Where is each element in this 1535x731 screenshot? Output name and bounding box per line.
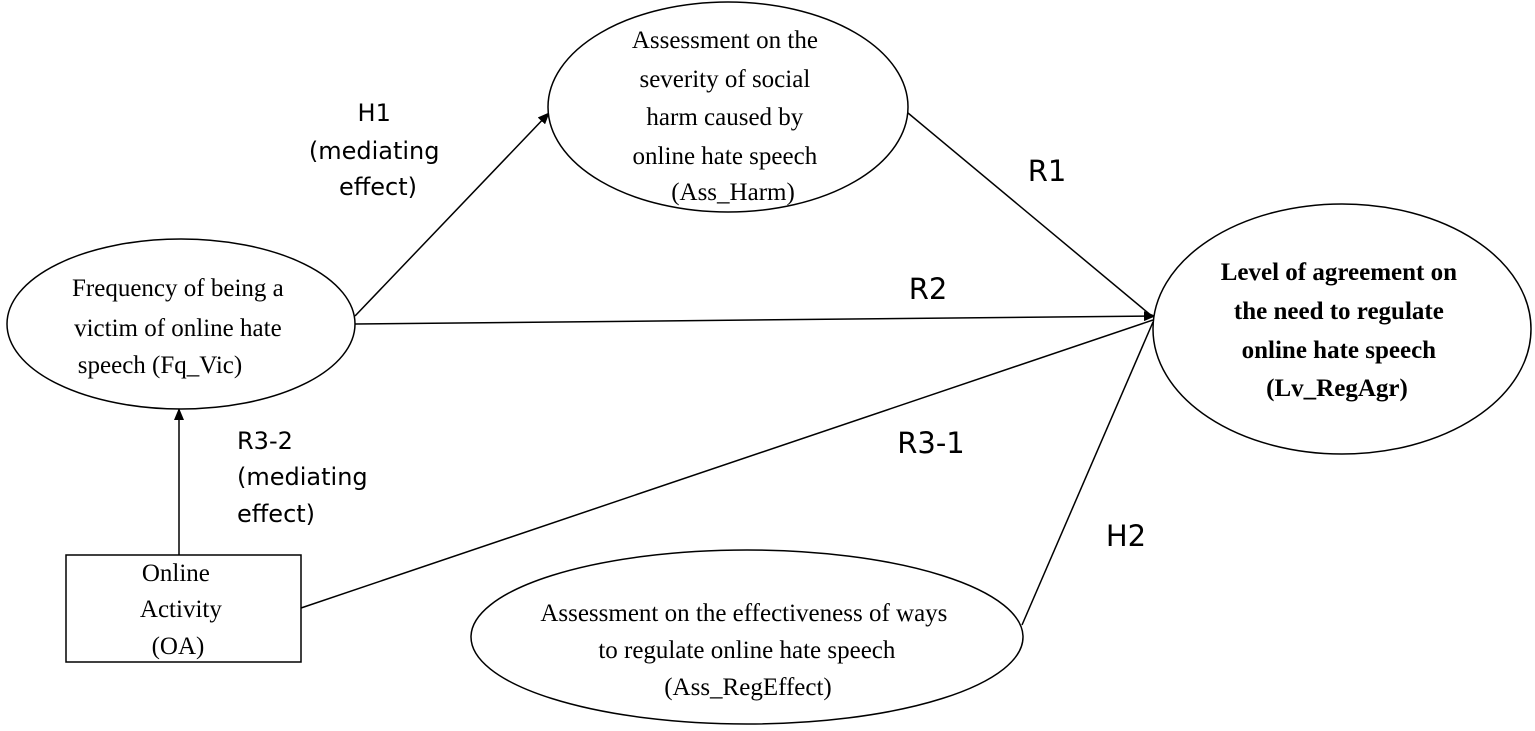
- node-oa-line-2: Activity: [140, 596, 222, 623]
- edges: [174, 112, 1156, 626]
- node-fq-vic-line-3: speech (Fq_Vic): [78, 352, 242, 379]
- edge-label-r3-2-line-1: R3-2: [237, 427, 293, 455]
- node-oa-line-3: (OA): [152, 633, 205, 660]
- edge-label-h2-line-1: H2: [1106, 519, 1146, 553]
- node-ass-harm-line-4: online hate speech: [633, 143, 818, 170]
- node-ass-regeffect-label: Assessment on the effectiveness of ways …: [540, 600, 953, 701]
- node-lv-regagr-ellipse: [1152, 203, 1532, 455]
- node-ass-harm-line-2: severity of social: [639, 66, 810, 93]
- node-lv-regagr-line-3: online hate speech: [1242, 337, 1437, 364]
- node-lv-regagr-line-4: (Lv_RegAgr): [1266, 375, 1408, 402]
- edge-label-r2-line-1: R2: [909, 272, 948, 306]
- node-lv-regagr-line-1: Level of agreement on: [1221, 259, 1457, 286]
- edge-oa-to-lv-regagr: [300, 319, 1154, 609]
- edge-fq-vic-to-lv-regagr: [354, 311, 1156, 325]
- edge-label-h1-line-3: effect): [339, 173, 417, 201]
- node-ass-harm-line-3: harm caused by: [646, 104, 803, 131]
- edge-label-r1: R1: [1028, 154, 1067, 188]
- edge-label-h1-line-2: (mediating: [309, 137, 440, 165]
- node-oa-label: Online Activity (OA): [140, 560, 228, 660]
- edge-label-r3-1-line-1: R3-1: [897, 426, 965, 460]
- edge-label-h1-line-1: H1: [358, 99, 391, 127]
- node-ass-regeffect-line-3: (Ass_RegEffect): [664, 674, 832, 701]
- node-ass-harm-line-1: Assessment on the: [632, 27, 818, 54]
- edge-label-r3-2-line-2: (mediating: [237, 463, 368, 491]
- node-ass-regeffect: Assessment on the effectiveness of ways …: [470, 549, 1024, 725]
- node-oa-box: [65, 554, 302, 663]
- edge-label-h1: H1 (mediating effect): [309, 99, 447, 201]
- edge-label-r2: R2: [909, 272, 948, 306]
- node-lv-regagr-line-2: the need to regulate: [1234, 298, 1444, 325]
- node-fq-vic-ellipse: [6, 238, 356, 410]
- node-lv-regagr-label: Level of agreement on the need to regula…: [1221, 259, 1464, 402]
- node-ass-regeffect-line-1: Assessment on the effectiveness of ways: [540, 600, 947, 627]
- node-ass-regeffect-ellipse: [470, 549, 1024, 725]
- node-ass-harm: Assessment on the severity of social har…: [547, 1, 909, 213]
- node-oa-line-1: Online: [142, 560, 210, 587]
- edge-label-r1-line-1: R1: [1028, 154, 1067, 188]
- edge-ass-regeffect-to-lv-regagr: [1021, 321, 1154, 626]
- edge-label-r3-2-line-3: effect): [237, 500, 315, 528]
- node-ass-harm-ellipse: [547, 1, 909, 213]
- node-ass-regeffect-line-2: to regulate online hate speech: [598, 637, 896, 664]
- edge-label-r3-1: R3-1: [897, 426, 965, 460]
- node-fq-vic: Frequency of being a victim of online ha…: [6, 238, 356, 410]
- edge-fq-vic-to-ass-harm: [354, 112, 550, 317]
- node-lv-regagr: Level of agreement on the need to regula…: [1152, 203, 1532, 455]
- node-fq-vic-line-1: Frequency of being a: [72, 275, 284, 302]
- edge-label-r3-2: R3-2 (mediating effect): [237, 427, 375, 528]
- edge-label-h2: H2: [1106, 519, 1146, 553]
- node-ass-harm-line-5: (Ass_Harm): [671, 179, 795, 206]
- node-fq-vic-label: Frequency of being a victim of online ha…: [72, 275, 290, 379]
- node-fq-vic-line-2: victim of online hate: [74, 315, 282, 342]
- edge-ass-harm-to-lv-regagr: [907, 112, 1154, 318]
- node-oa: Online Activity (OA): [65, 554, 302, 663]
- node-ass-harm-label: Assessment on the severity of social har…: [632, 27, 824, 206]
